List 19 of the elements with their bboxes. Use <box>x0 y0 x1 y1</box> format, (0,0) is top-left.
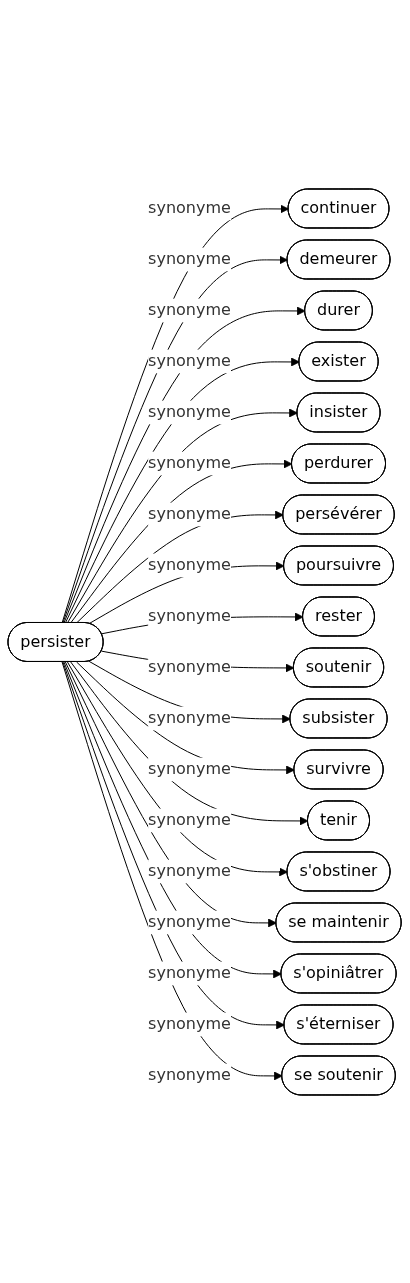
edge-label: synonyme <box>148 198 232 218</box>
edge-label: synonyme <box>148 249 232 269</box>
edge-label: synonyme <box>148 860 232 880</box>
edge-label: synonyme <box>148 1064 232 1084</box>
edge-label: synonyme <box>148 657 232 676</box>
edge-label: synonyme <box>148 1013 232 1033</box>
edge-label: synonyme <box>148 759 232 778</box>
edge-label: synonyme <box>148 809 232 829</box>
edge-label: synonyme <box>148 606 232 625</box>
edge-label: synonyme <box>148 911 232 931</box>
edge-label: synonyme <box>148 708 232 727</box>
edge-label: synonyme <box>148 453 232 473</box>
edge-label: synonyme <box>148 402 232 422</box>
arrow <box>67 661 289 876</box>
edge-label: synonyme <box>148 351 232 371</box>
edge-label: synonyme <box>148 300 232 320</box>
edge-label: synonyme <box>148 555 232 574</box>
edge-label: synonyme <box>148 504 232 523</box>
edge-label: synonyme <box>148 962 232 982</box>
